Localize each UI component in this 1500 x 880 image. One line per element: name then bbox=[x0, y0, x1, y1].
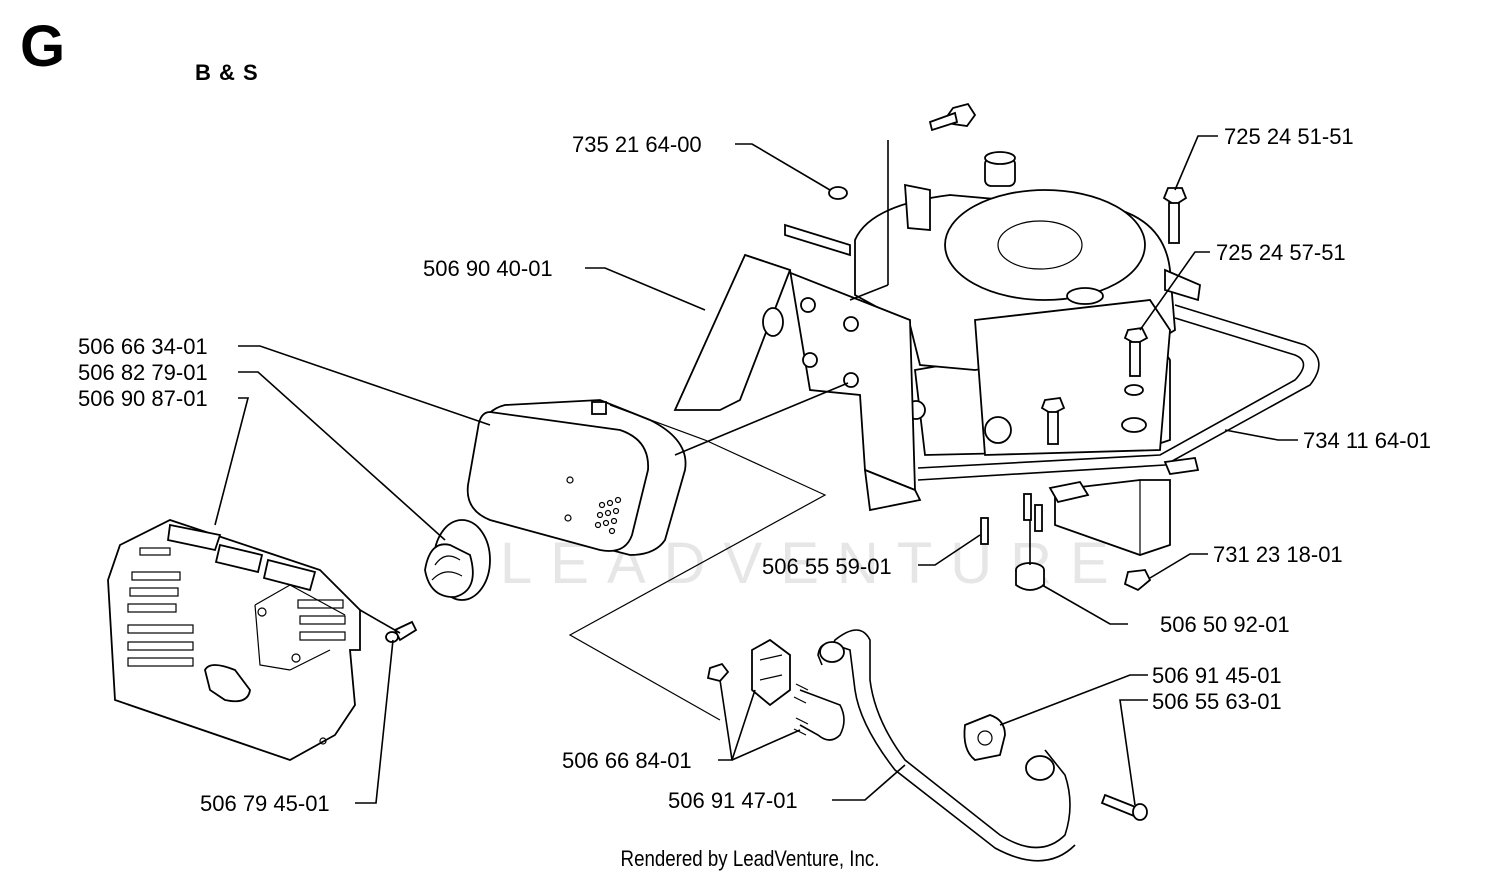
shield-left-flange bbox=[673, 253, 792, 411]
callout-506-79-45-01[interactable]: 506 79 45-01 bbox=[200, 791, 330, 816]
spacer-506-50-92 bbox=[1015, 570, 1045, 591]
callout-506-66-84-01[interactable]: 506 66 84-01 bbox=[562, 748, 692, 773]
u-bolt bbox=[799, 689, 845, 741]
leader-lines bbox=[214, 135, 1298, 806]
fasteners bbox=[828, 102, 1188, 592]
shield-back-plate bbox=[744, 254, 916, 492]
callout-506-55-59-01[interactable]: 506 55 59-01 bbox=[762, 554, 892, 579]
bolt-front-shank bbox=[1047, 411, 1059, 445]
pin-506-55-59 bbox=[980, 517, 989, 545]
muffler-outlet-stub bbox=[591, 401, 607, 415]
exhaust-bolt-head bbox=[1132, 803, 1148, 821]
bolt-725-24-51-head bbox=[1162, 187, 1188, 207]
callout-506-55-63-01[interactable]: 506 55 63-01 bbox=[1152, 689, 1282, 714]
heat-shield-bracket bbox=[673, 223, 922, 512]
exhaust-deflector bbox=[424, 519, 491, 601]
muffler-guard bbox=[107, 519, 361, 761]
guard-vent-grid bbox=[127, 547, 346, 667]
bolt-725-24-57-head bbox=[1123, 327, 1149, 346]
shield-top-lip bbox=[784, 223, 851, 257]
engine-assembly bbox=[854, 151, 1201, 556]
guard-slot-2 bbox=[214, 543, 264, 574]
muffler-front-face bbox=[466, 411, 649, 552]
air-cleaner-cover bbox=[944, 189, 1146, 301]
part-number-callouts: 735 21 64-00 725 24 51-51 725 24 57-51 5… bbox=[78, 124, 1431, 816]
bolt-725-24-51-shank bbox=[1168, 202, 1180, 244]
fuel-cap bbox=[1066, 287, 1104, 305]
guard-slot-3 bbox=[262, 558, 317, 592]
washer-735-21-64 bbox=[828, 186, 848, 200]
clamp-nut bbox=[706, 662, 730, 683]
shield-bottom-flange bbox=[863, 468, 922, 512]
bolt-front-head bbox=[1040, 397, 1066, 416]
shield-hole-4 bbox=[843, 372, 859, 388]
muffler bbox=[466, 399, 687, 556]
guard-slot-1 bbox=[166, 523, 222, 552]
callout-506-90-87-01[interactable]: 506 90 87-01 bbox=[78, 386, 208, 411]
exhaust-pipe bbox=[706, 629, 1148, 862]
screw-506-79-45 bbox=[385, 620, 418, 643]
engine-side-housing bbox=[974, 299, 1171, 456]
pin-2 bbox=[1023, 493, 1032, 521]
frame-foot bbox=[1163, 457, 1200, 475]
callout-506-82-79-01[interactable]: 506 82 79-01 bbox=[78, 360, 208, 385]
callout-506-66-34-01[interactable]: 506 66 34-01 bbox=[78, 334, 208, 359]
callout-506-50-92-01[interactable]: 506 50 92-01 bbox=[1160, 612, 1290, 637]
air-cleaner-center bbox=[997, 220, 1083, 270]
guard-exhaust-opening bbox=[204, 664, 251, 703]
bolt-725-24-57-shank bbox=[1129, 341, 1141, 377]
callout-725-24-57-51[interactable]: 725 24 57-51 bbox=[1216, 240, 1346, 265]
muffler-vent-holes bbox=[594, 496, 622, 535]
deflector-nozzle bbox=[424, 543, 474, 598]
engine-label: B & S bbox=[195, 60, 259, 85]
pipe-inlet bbox=[819, 641, 845, 663]
callout-735-21-64-00[interactable]: 735 21 64-00 bbox=[572, 132, 702, 157]
assembly-guide-line bbox=[568, 404, 827, 721]
pipe-outlet bbox=[1025, 755, 1055, 781]
callout-731-23-18-01[interactable]: 731 23 18-01 bbox=[1213, 542, 1343, 567]
callout-734-11-64-01[interactable]: 734 11 64-01 bbox=[1303, 428, 1431, 453]
shield-hole-1 bbox=[800, 297, 816, 313]
pipe-clamp bbox=[751, 638, 791, 707]
callout-506-91-47-01[interactable]: 506 91 47-01 bbox=[668, 788, 798, 813]
shield-hole-2 bbox=[843, 316, 859, 332]
top-bolt-shank bbox=[928, 111, 959, 132]
callout-506-90-40-01[interactable]: 506 90 40-01 bbox=[423, 256, 553, 281]
callout-506-91-45-01[interactable]: 506 91 45-01 bbox=[1152, 663, 1282, 688]
section-letter: G bbox=[20, 14, 66, 79]
shield-slot bbox=[762, 307, 784, 337]
exhaust-gasket bbox=[963, 714, 1006, 761]
top-bracket bbox=[904, 183, 931, 231]
callout-725-24-51-51[interactable]: 725 24 51-51 bbox=[1224, 124, 1354, 149]
nut-731-23-18 bbox=[1123, 569, 1152, 592]
footer-credit: Rendered by LeadVenture, Inc. bbox=[620, 846, 880, 871]
pin-3 bbox=[1034, 504, 1043, 532]
frame-clamp bbox=[1048, 480, 1090, 504]
washer-1 bbox=[1124, 384, 1144, 396]
washer-2 bbox=[1121, 417, 1147, 433]
tube-frame bbox=[917, 304, 1320, 504]
right-bracket bbox=[1164, 268, 1201, 302]
oil-fill-cap-top bbox=[984, 151, 1016, 165]
engine-port bbox=[984, 416, 1012, 444]
shield-hole-3 bbox=[802, 352, 818, 368]
